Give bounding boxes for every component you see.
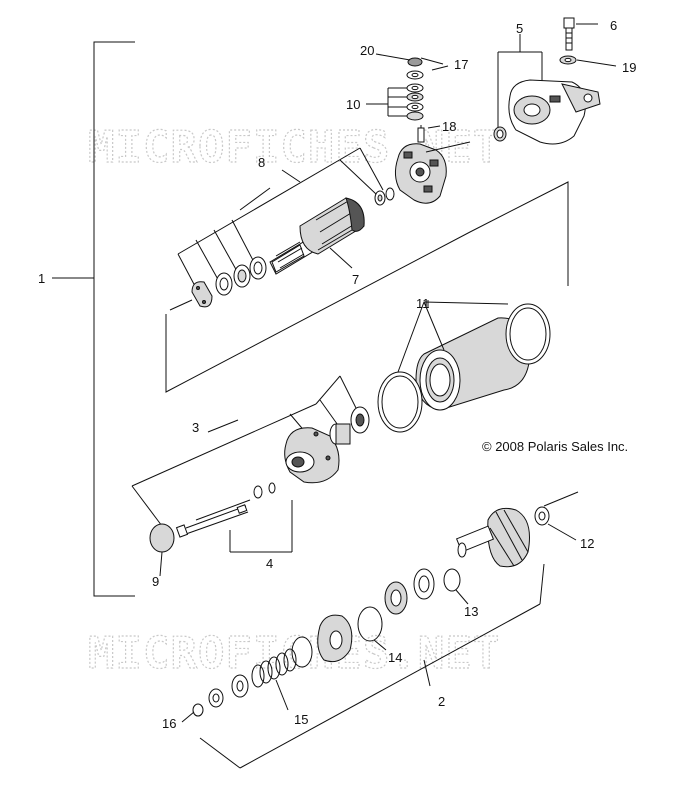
- callouts: 1 2 3 4 5 6 7 8 9 10 11 12 13 14 15 16 1…: [38, 18, 636, 731]
- washer-stack: [406, 57, 444, 143]
- callout-8: 8: [258, 155, 265, 170]
- callout-14: 14: [388, 650, 402, 665]
- callout-6: 6: [610, 18, 617, 33]
- callout-18: 18: [442, 119, 456, 134]
- screw-6: [563, 17, 598, 51]
- end-cap: [493, 51, 601, 145]
- callout-16: 16: [162, 716, 176, 731]
- leader-lines: [169, 34, 521, 687]
- callout-15: 15: [294, 712, 308, 727]
- callout-11: 11: [416, 296, 430, 311]
- callout-1: 1: [38, 271, 45, 286]
- callout-7: 7: [352, 272, 359, 287]
- callout-13: 13: [464, 604, 478, 619]
- drive-assembly: [181, 491, 579, 769]
- drive-housing: [131, 375, 370, 487]
- callout-3: 3: [192, 420, 199, 435]
- washer-19: [559, 55, 617, 67]
- callout-12: 12: [580, 536, 594, 551]
- armature-washers-top: [374, 187, 395, 206]
- armature: [269, 197, 365, 275]
- copyright-text: © 2008 Polaris Sales Inc.: [482, 439, 628, 454]
- callout-9: 9: [152, 574, 159, 589]
- spring: [251, 648, 297, 711]
- bracket-1: [52, 41, 135, 597]
- callout-10: 10: [346, 97, 360, 112]
- callout-19: 19: [622, 60, 636, 75]
- bracket-8: [177, 147, 384, 289]
- dust-cap: [131, 485, 175, 577]
- callout-2: 2: [438, 694, 445, 709]
- brush-plate: [394, 141, 471, 204]
- armature-washers-bottom: [191, 256, 267, 308]
- callout-20: 20: [360, 43, 374, 58]
- callout-17: 17: [454, 57, 468, 72]
- thru-bolts: [175, 482, 293, 553]
- bracket-housing: [165, 181, 569, 393]
- callout-4: 4: [266, 556, 273, 571]
- bracket-10: [366, 87, 408, 117]
- field-housing: [377, 301, 551, 433]
- callout-5: 5: [516, 21, 523, 36]
